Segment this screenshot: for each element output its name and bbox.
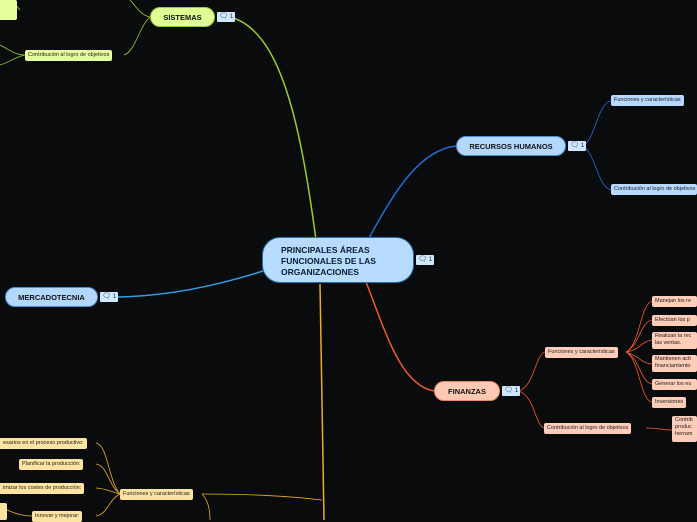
comment-count: 1 xyxy=(229,13,234,20)
finanzas-item-6[interactable]: Inversiones xyxy=(652,397,687,408)
central-topic[interactable]: PRINCIPALES ÁREAS FUNCIONALES DE LAS ORG… xyxy=(262,237,414,283)
produccion-child-edge[interactable] xyxy=(0,503,7,520)
central-line-1: PRINCIPALES ÁREAS xyxy=(281,245,370,255)
comment-count: 1 xyxy=(112,293,117,300)
central-line-3: ORGANIZACIONES xyxy=(281,267,359,277)
produccion-item-3[interactable]: imizar los costes de producción: xyxy=(0,483,85,494)
comment-icon: 🗨 xyxy=(102,293,111,300)
produccion-item-1[interactable]: esarios en el proceso productivo: xyxy=(0,438,87,449)
sistemas-comment-badge[interactable]: 🗨 1 xyxy=(217,12,236,22)
finanzas-contribucion[interactable]: Contribución al logro de objetivos xyxy=(544,423,632,434)
finanzas-item-5[interactable]: Generar los es xyxy=(652,379,697,390)
comment-icon: 🗨 xyxy=(418,256,427,263)
rrhh-contribucion[interactable]: Contribución al logro de objetivos xyxy=(611,184,697,195)
produccion-funciones[interactable]: Funciones y características xyxy=(120,489,193,500)
comment-icon: 🗨 xyxy=(504,387,513,394)
comment-count: 1 xyxy=(514,387,519,394)
sistemas-child-top[interactable] xyxy=(0,0,17,20)
finanzas-funciones[interactable]: Funciones y características xyxy=(545,347,618,358)
sistemas-contribucion[interactable]: Contribución al logro de objetivos xyxy=(25,50,113,61)
comment-icon: 🗨 xyxy=(570,142,579,149)
finanzas-item-2[interactable]: Efectúan los p xyxy=(652,315,697,326)
produccion-item-2[interactable]: Planificar la producción: xyxy=(19,459,84,470)
mercadotecnia-topic[interactable]: MERCADOTECNIA xyxy=(5,287,98,307)
finanzas-item-3[interactable]: Realizan la rec las ventas. xyxy=(652,332,697,349)
rrhh-comment-badge[interactable]: 🗨 1 xyxy=(568,141,587,151)
finanzas-contrib-item[interactable]: Contrib produc herram xyxy=(672,416,697,442)
finanzas-item-4[interactable]: Mantienen acti financiamiento xyxy=(652,355,697,372)
finanzas-item-1[interactable]: Manejan los re xyxy=(652,296,697,307)
mercadotecnia-comment-badge[interactable]: 🗨 1 xyxy=(100,292,119,302)
central-line-2: FUNCIONALES DE LAS xyxy=(281,256,376,266)
rrhh-funciones[interactable]: Funciones y características xyxy=(611,95,684,106)
sistemas-topic[interactable]: SISTEMAS xyxy=(150,7,215,27)
rrhh-topic[interactable]: RECURSOS HUMANOS xyxy=(456,136,566,156)
finanzas-comment-badge[interactable]: 🗨 1 xyxy=(502,386,521,396)
central-comment-badge[interactable]: 🗨 1 xyxy=(416,255,435,265)
finanzas-topic[interactable]: FINANZAS xyxy=(434,381,500,401)
comment-count: 1 xyxy=(580,142,585,149)
comment-icon: 🗨 xyxy=(219,13,228,20)
produccion-item-4[interactable]: Innovar y mejorar: xyxy=(32,511,83,522)
comment-count: 1 xyxy=(428,256,433,263)
